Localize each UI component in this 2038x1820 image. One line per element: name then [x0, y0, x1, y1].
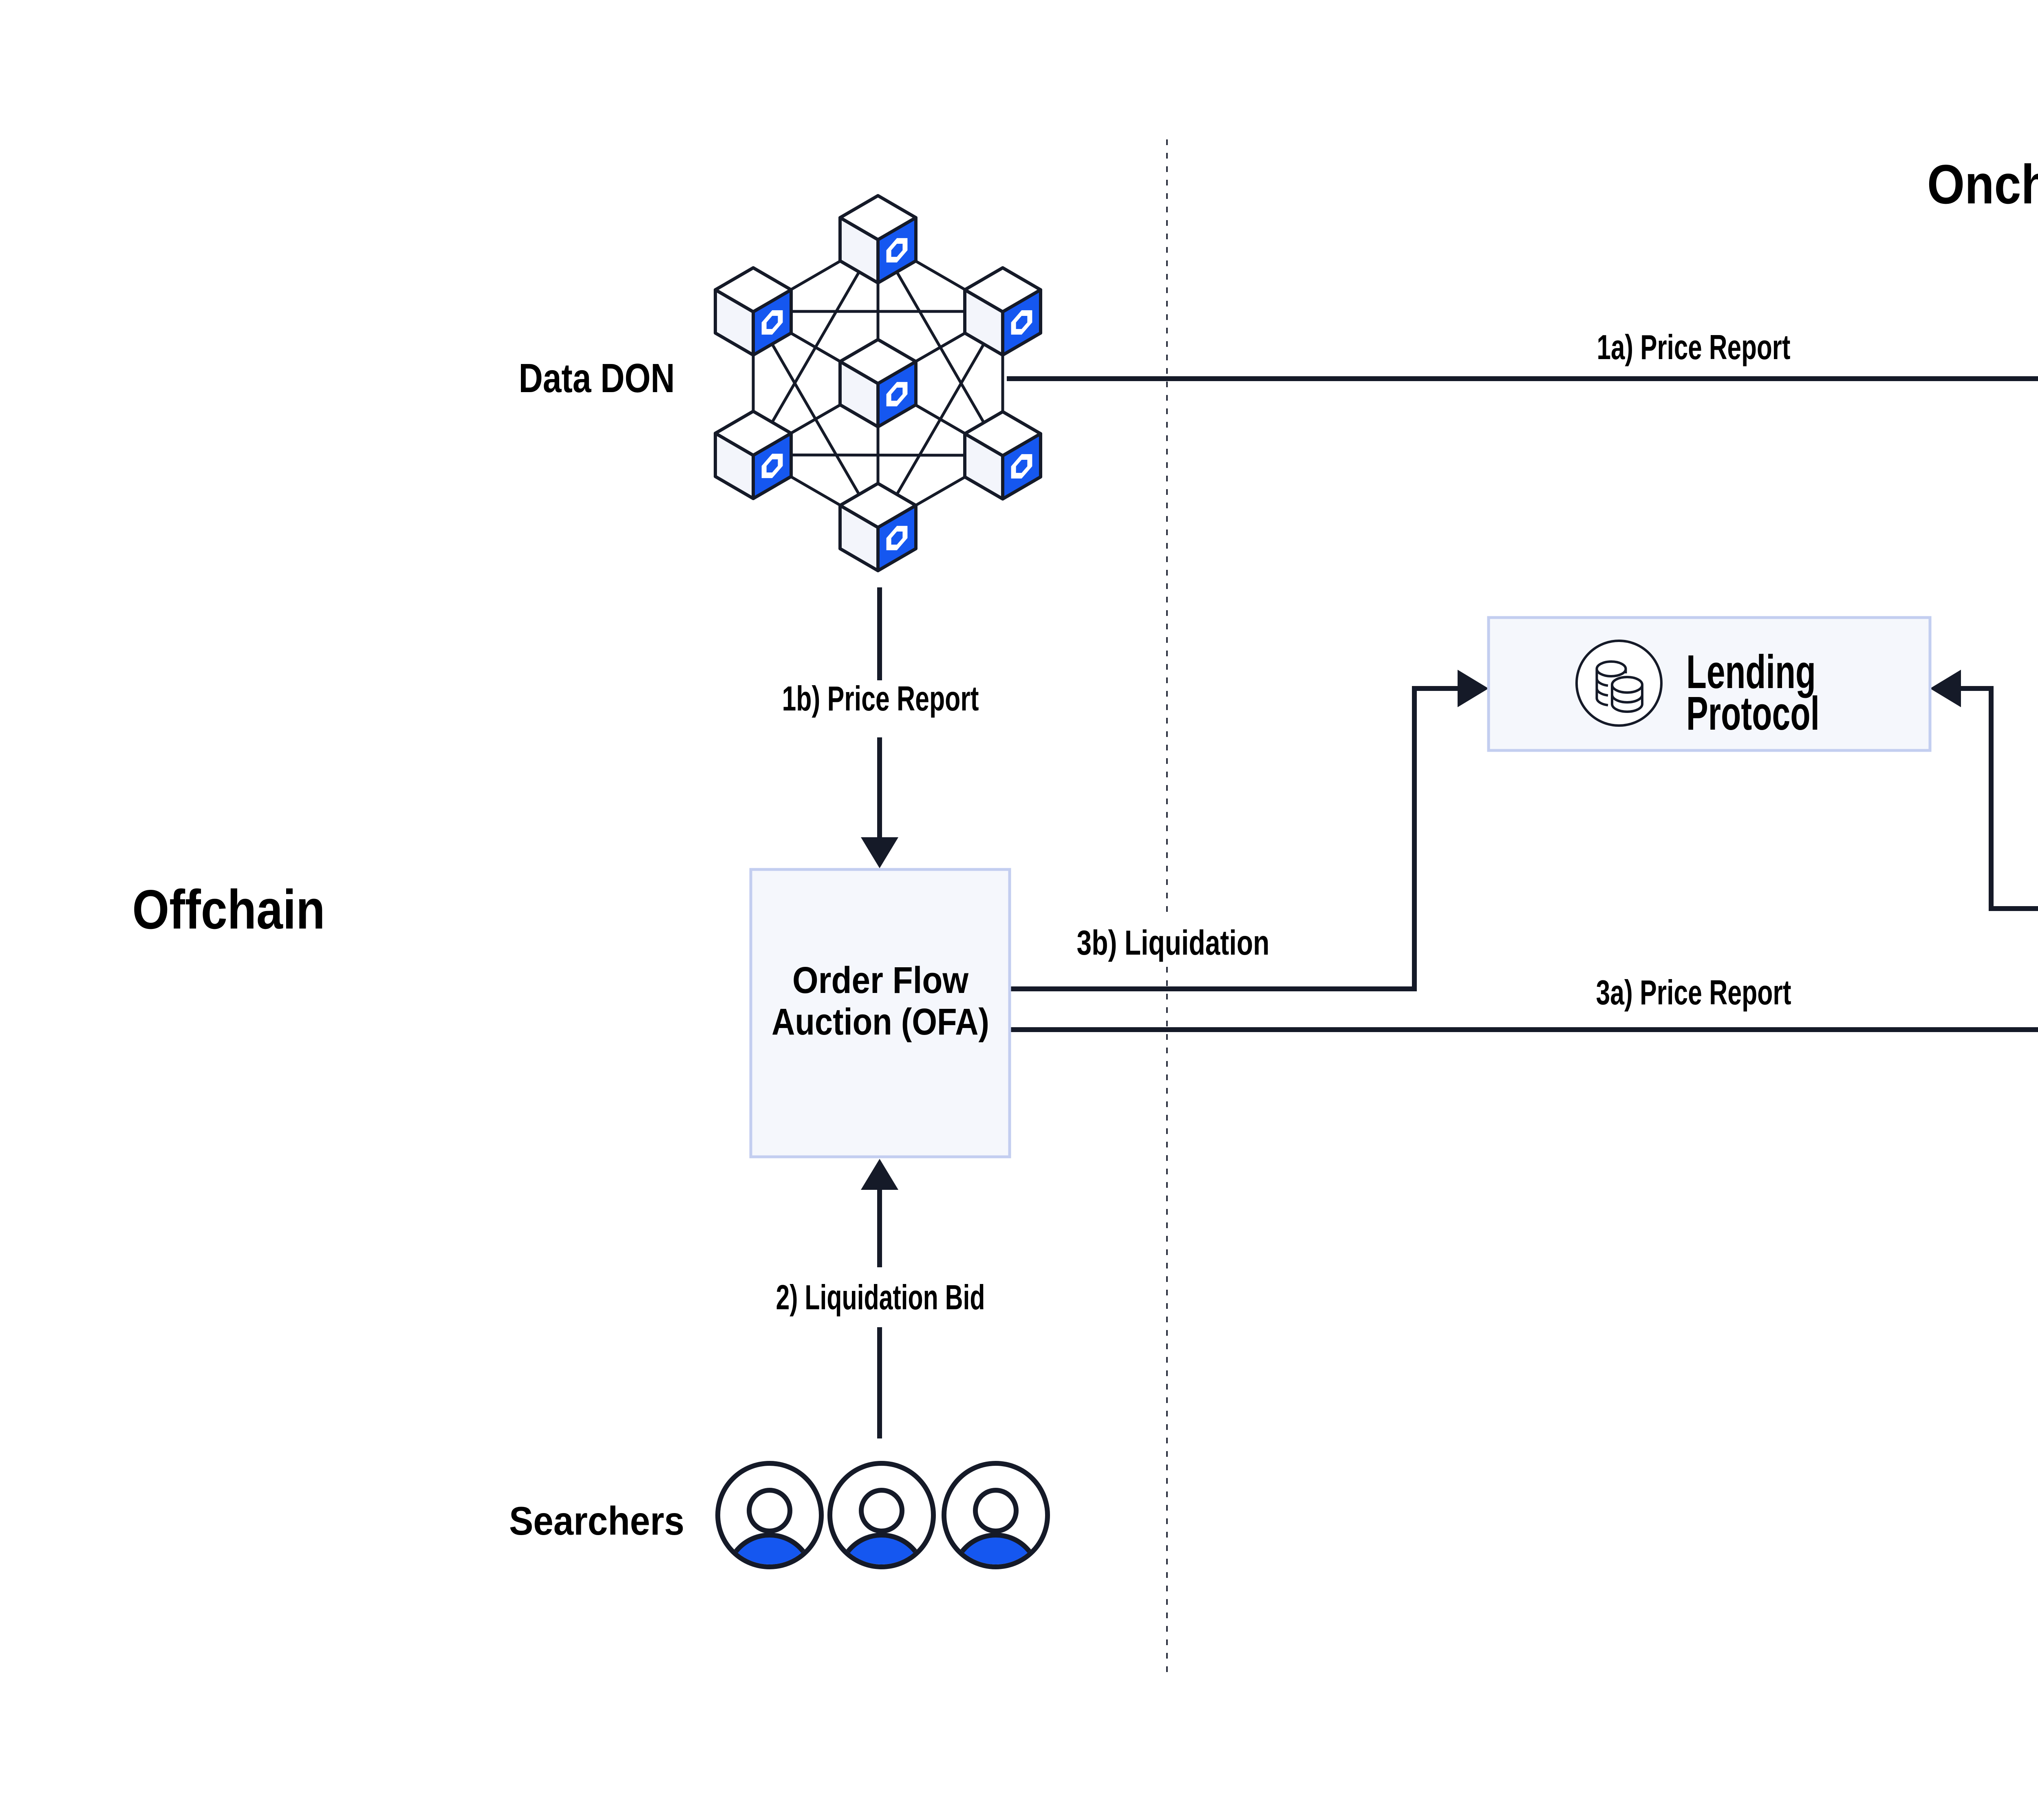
- svg-text:Order Flow: Order Flow: [792, 960, 968, 1001]
- svg-text:2) Liquidation Bid: 2) Liquidation Bid: [776, 1278, 985, 1317]
- svg-text:3a) Price Report: 3a) Price Report: [1596, 973, 1791, 1012]
- svg-text:Onchain: Onchain: [1927, 153, 2038, 215]
- svg-text:Data DON: Data DON: [519, 355, 675, 401]
- svg-text:Searchers: Searchers: [509, 1498, 684, 1543]
- svg-text:Auction (OFA): Auction (OFA): [772, 1001, 989, 1043]
- svg-text:Lending: Lending: [1686, 645, 1816, 698]
- svg-text:1a) Price Report: 1a) Price Report: [1597, 328, 1791, 367]
- svg-text:3b) Liquidation: 3b) Liquidation: [1077, 924, 1270, 962]
- svg-text:Offchain: Offchain: [132, 878, 325, 940]
- svg-text:Protocol: Protocol: [1686, 687, 1820, 740]
- svg-text:1b) Price Report: 1b) Price Report: [782, 679, 979, 718]
